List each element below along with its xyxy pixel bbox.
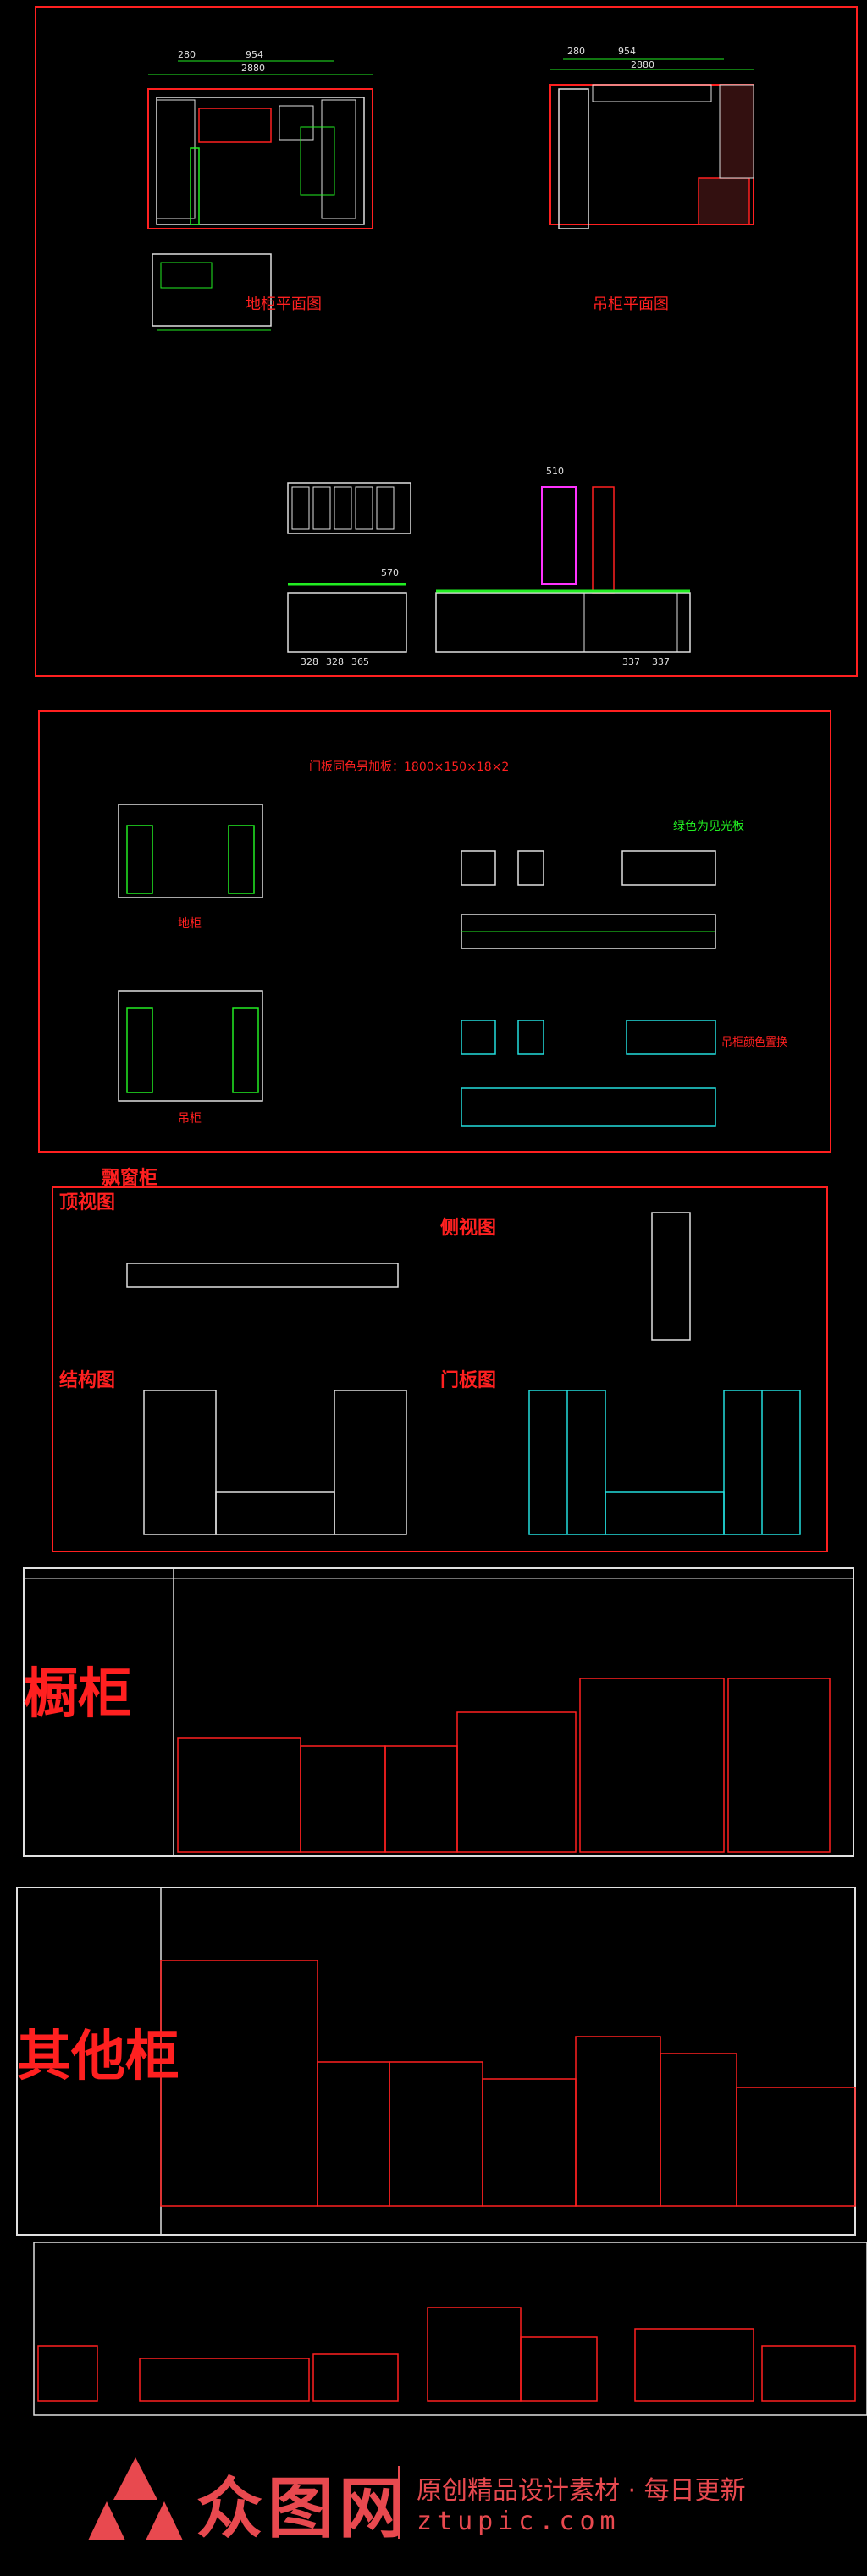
base-plan-label: 地柜平面图 bbox=[246, 296, 322, 313]
sheet-kitchen-cabinets: 橱柜 bbox=[23, 1567, 854, 1857]
footer-divider bbox=[398, 2466, 400, 2539]
dim-label: 510 bbox=[546, 466, 564, 477]
dim-label: 954 bbox=[618, 46, 636, 57]
cabinet-elevations: 510 570 328 328 365 337 337 bbox=[287, 466, 691, 667]
dim-label: 337 bbox=[652, 656, 670, 667]
door-panel-label: 门板图 bbox=[440, 1369, 496, 1391]
sheet-title: 橱柜 bbox=[24, 1663, 132, 1726]
dim-label: 337 bbox=[622, 656, 640, 667]
drawing-thumbnails bbox=[177, 1678, 831, 1853]
brand-domain[interactable]: ztupic.com bbox=[417, 2507, 621, 2536]
sheet-door-panels: 门板同色另加板：1800×150×18×2 地柜 吊柜 绿色为见光板 吊柜颜色置… bbox=[38, 710, 831, 1153]
dim-label: 328 bbox=[301, 656, 318, 667]
top-view-label: 顶视图 bbox=[59, 1191, 115, 1213]
side-view-label: 侧视图 bbox=[440, 1217, 496, 1239]
structure-label: 结构图 bbox=[59, 1369, 115, 1391]
drawing-thumbnails bbox=[37, 2307, 856, 2402]
base-label: 地柜 bbox=[178, 917, 202, 931]
sheet-title: 其他柜 bbox=[17, 2026, 179, 2088]
dim-label: 328 bbox=[326, 656, 344, 667]
brand-logo-icon bbox=[88, 2457, 183, 2540]
door-elevations: 绿色为见光板 吊柜颜色置换 bbox=[461, 819, 787, 1127]
sheet-title: 飘窗柜 bbox=[102, 1167, 157, 1189]
green-note: 绿色为见光板 bbox=[673, 819, 744, 833]
wall-label: 吊柜 bbox=[178, 1112, 202, 1125]
brand-slogan: 原创精品设计素材 · 每日更新 bbox=[417, 2476, 746, 2506]
drawing-frame bbox=[23, 1567, 854, 1857]
dim-label: 954 bbox=[246, 49, 263, 60]
drawing-frame bbox=[35, 6, 858, 677]
dim-label: 280 bbox=[178, 49, 196, 60]
base-cabinet-drawing: 地柜 bbox=[118, 804, 263, 931]
sheet-bay-window-cabinet: 飘窗柜 顶视图 侧视图 结构图 门板图 bbox=[52, 1167, 828, 1552]
sheet-kitchen-plans: 280 954 2880 地柜平面图 280 954 2880 吊柜平面图 bbox=[35, 6, 858, 677]
sheet-other-cabinets: 其他柜 bbox=[16, 1887, 856, 2236]
red-note: 吊柜颜色置换 bbox=[721, 1036, 787, 1049]
drawing-thumbnails bbox=[160, 1960, 856, 2207]
base-cabinet-plan: 280 954 2880 地柜平面图 bbox=[147, 49, 373, 331]
wall-cabinet-plan: 280 954 2880 吊柜平面图 bbox=[549, 46, 754, 313]
dim-label: 2880 bbox=[241, 63, 265, 74]
dim-label: 2880 bbox=[631, 59, 654, 70]
drawing-frame bbox=[52, 1186, 828, 1552]
sheet-overview-strip bbox=[33, 2242, 867, 2416]
dim-label: 280 bbox=[567, 46, 585, 57]
door-panel-drawing bbox=[528, 1390, 801, 1535]
structure-drawing bbox=[143, 1390, 407, 1535]
panel-note: 门板同色另加板：1800×150×18×2 bbox=[309, 760, 509, 774]
drawing-frame bbox=[38, 710, 831, 1153]
footer-brand: 众图网 原创精品设计素材 · 每日更新 ztupic.com bbox=[0, 2422, 867, 2576]
dim-label: 365 bbox=[351, 656, 369, 667]
wall-plan-label: 吊柜平面图 bbox=[593, 296, 669, 313]
drawing-frame bbox=[16, 1887, 856, 2236]
dim-label: 570 bbox=[381, 567, 399, 578]
wall-cabinet-drawing: 吊柜 bbox=[118, 990, 263, 1125]
brand-name: 众图网 bbox=[196, 2471, 411, 2547]
drawing-frame bbox=[33, 2242, 867, 2416]
